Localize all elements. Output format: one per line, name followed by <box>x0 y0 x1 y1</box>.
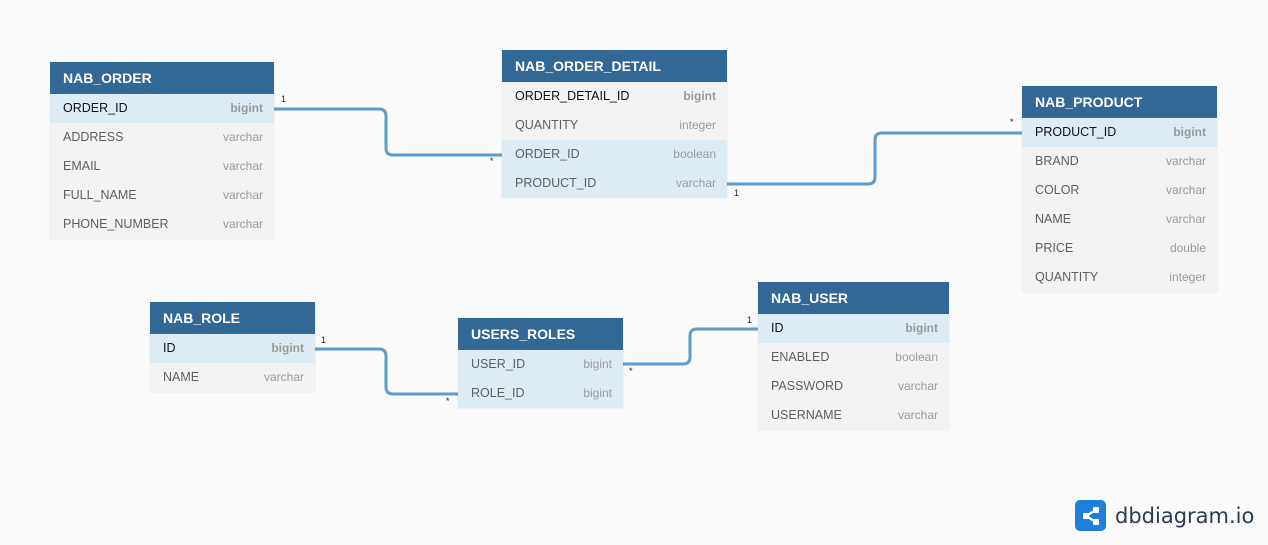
field-type: bigint <box>1173 125 1206 139</box>
link-order-to-order-detail[interactable] <box>272 107 504 157</box>
field-name: NAME <box>1035 212 1072 226</box>
field-name: PRODUCT_ID <box>515 176 597 190</box>
cardinality-label: * <box>490 156 494 166</box>
field-row[interactable]: ID bigint <box>150 334 315 363</box>
table-header[interactable]: USERS_ROLES <box>458 318 623 350</box>
field-name: ADDRESS <box>63 130 124 144</box>
cardinality-label: 1 <box>281 94 287 104</box>
field-name: NAME <box>163 370 200 384</box>
field-name: ID <box>771 321 784 335</box>
field-type: integer <box>679 118 716 132</box>
field-name: ORDER_DETAIL_ID <box>515 89 630 103</box>
field-type: varchar <box>222 159 263 173</box>
field-type: bigint <box>583 357 612 371</box>
cardinality-label: 1 <box>321 335 327 345</box>
field-row[interactable]: PRODUCT_ID varchar <box>502 169 727 198</box>
table-nab-role[interactable]: NAB_ROLE ID bigint NAME varchar <box>150 302 315 392</box>
link-order-detail-to-product[interactable] <box>725 131 1024 186</box>
link-users-roles-to-user[interactable] <box>621 327 760 366</box>
field-row[interactable]: ORDER_DETAIL_ID bigint <box>502 82 727 111</box>
field-type: bigint <box>583 386 612 400</box>
field-name: ORDER_ID <box>63 101 128 115</box>
field-row[interactable]: NAME varchar <box>1022 205 1217 234</box>
field-row[interactable]: ADDRESS varchar <box>50 123 274 152</box>
cardinality-label: * <box>446 396 450 406</box>
table-nab-product[interactable]: NAB_PRODUCT PRODUCT_ID bigint BRAND varcha… <box>1022 86 1217 292</box>
field-name: USER_ID <box>471 357 526 371</box>
cardinality-label: * <box>1010 117 1014 127</box>
field-type: varchar <box>1165 183 1206 197</box>
field-type: varchar <box>263 370 304 384</box>
field-type: bigint <box>230 101 263 115</box>
field-type: varchar <box>1165 212 1206 226</box>
table-header[interactable]: NAB_PRODUCT <box>1022 86 1217 118</box>
field-name: PASSWORD <box>771 379 843 393</box>
field-row[interactable]: USER_ID bigint <box>458 350 623 379</box>
field-name: PRICE <box>1035 241 1074 255</box>
field-name: PHONE_NUMBER <box>63 217 169 231</box>
field-type: varchar <box>1165 154 1206 168</box>
field-row[interactable]: EMAIL varchar <box>50 152 274 181</box>
field-type: double <box>1169 241 1206 255</box>
field-type: varchar <box>222 217 263 231</box>
field-name: ID <box>163 341 176 355</box>
field-row[interactable]: COLOR varchar <box>1022 176 1217 205</box>
field-row[interactable]: ORDER_ID boolean <box>502 140 727 169</box>
field-name: FULL_NAME <box>63 188 137 202</box>
table-nab-order-detail[interactable]: NAB_ORDER_DETAIL ORDER_DETAIL_ID bigint Q… <box>502 50 727 198</box>
field-row[interactable]: QUANTITY integer <box>1022 263 1217 292</box>
field-name: EMAIL <box>63 159 101 173</box>
field-type: bigint <box>905 321 938 335</box>
field-type: bigint <box>271 341 304 355</box>
field-row[interactable]: PRODUCT_ID bigint <box>1022 118 1217 147</box>
table-header[interactable]: NAB_USER <box>758 282 949 314</box>
share-nodes-icon <box>1075 500 1106 531</box>
table-header[interactable]: NAB_ROLE <box>150 302 315 334</box>
field-name: COLOR <box>1035 183 1080 197</box>
brand-name: dbdiagram.io <box>1115 503 1255 528</box>
field-name: QUANTITY <box>1035 270 1099 284</box>
field-name: ROLE_ID <box>471 386 525 400</box>
cardinality-label: * <box>629 366 633 376</box>
table-nab-user[interactable]: NAB_USER ID bigint ENABLED boolean PASSWOR… <box>758 282 949 430</box>
field-name: BRAND <box>1035 154 1079 168</box>
field-name: QUANTITY <box>515 118 579 132</box>
field-row[interactable]: NAME varchar <box>150 363 315 392</box>
brand-watermark[interactable]: dbdiagram.io <box>1075 500 1254 531</box>
table-header[interactable]: NAB_ORDER <box>50 62 274 94</box>
field-row[interactable]: BRAND varchar <box>1022 147 1217 176</box>
field-row[interactable]: PRICE double <box>1022 234 1217 263</box>
field-type: boolean <box>673 147 716 161</box>
field-row[interactable]: ID bigint <box>758 314 949 343</box>
field-row[interactable]: ORDER_ID bigint <box>50 94 274 123</box>
field-row[interactable]: ROLE_ID bigint <box>458 379 623 408</box>
link-role-to-users-roles[interactable] <box>313 347 460 396</box>
field-row[interactable]: QUANTITY integer <box>502 111 727 140</box>
table-header[interactable]: NAB_ORDER_DETAIL <box>502 50 727 82</box>
field-name: ORDER_ID <box>515 147 580 161</box>
field-type: varchar <box>222 188 263 202</box>
field-type: varchar <box>897 408 938 422</box>
field-name: PRODUCT_ID <box>1035 125 1117 139</box>
field-row[interactable]: ENABLED boolean <box>758 343 949 372</box>
field-type: varchar <box>675 176 716 190</box>
field-name: USERNAME <box>771 408 842 422</box>
field-type: integer <box>1169 270 1206 284</box>
field-row[interactable]: PHONE_NUMBER varchar <box>50 210 274 239</box>
field-type: varchar <box>222 130 263 144</box>
field-type: bigint <box>683 89 716 103</box>
cardinality-label: 1 <box>747 315 753 325</box>
field-type: varchar <box>897 379 938 393</box>
field-name: ENABLED <box>771 350 830 364</box>
field-type: boolean <box>895 350 938 364</box>
cardinality-label: 1 <box>734 188 740 198</box>
field-row[interactable]: PASSWORD varchar <box>758 372 949 401</box>
field-row[interactable]: USERNAME varchar <box>758 401 949 430</box>
field-row[interactable]: FULL_NAME varchar <box>50 181 274 210</box>
